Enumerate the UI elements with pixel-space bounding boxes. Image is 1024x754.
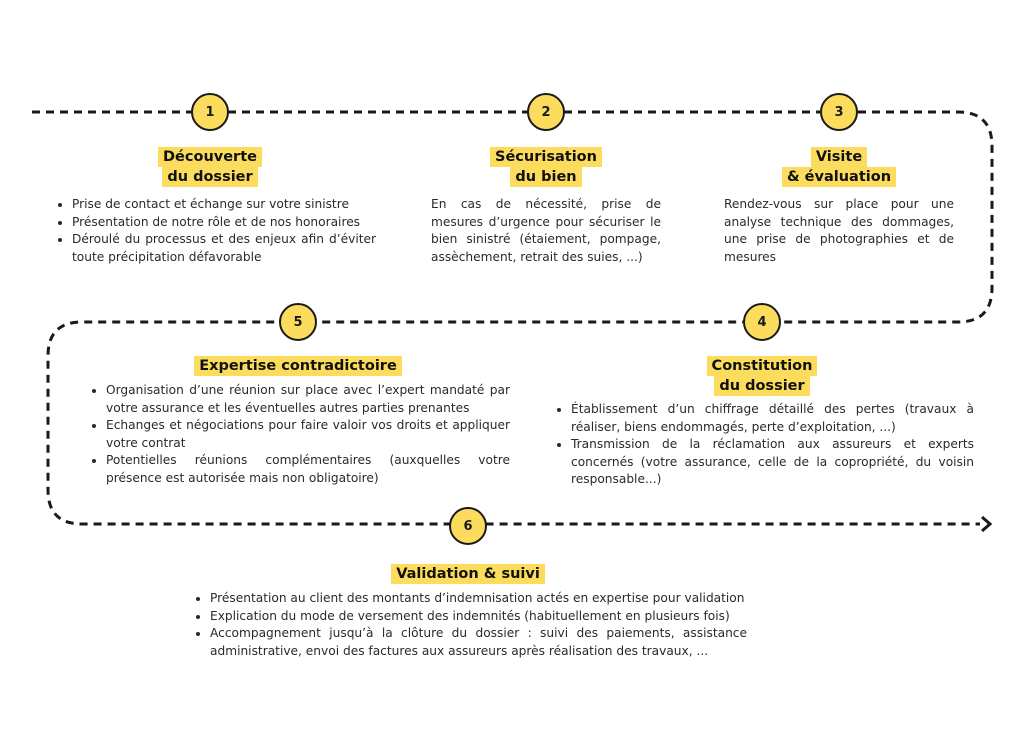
- step-6-title-line-1: Validation & suivi: [391, 564, 545, 584]
- step-4-title-line-2: du dossier: [714, 376, 810, 396]
- step-3-title: Visite & évaluation: [739, 147, 939, 187]
- step-5-number: 5: [279, 303, 317, 341]
- list-item: Potentielles réunions complémentaires (a…: [106, 452, 510, 487]
- step-4-number: 4: [743, 303, 781, 341]
- step-6-title: Validation & suivi: [318, 564, 618, 584]
- list-item: Présentation au client des montants d’in…: [210, 590, 747, 608]
- step-2-title: Sécurisation du bien: [446, 147, 646, 187]
- step-6-number: 6: [449, 507, 487, 545]
- step-2-text: En cas de nécessité, prise de mesures d’…: [431, 197, 661, 264]
- list-item: Présentation de notre rôle et de nos hon…: [72, 214, 376, 232]
- step-2-title-line-1: Sécurisation: [490, 147, 602, 167]
- list-item: Accompagnement jusqu’à la clôture du dos…: [210, 625, 747, 660]
- list-item: Transmission de la réclamation aux assur…: [571, 436, 974, 489]
- step-3-number: 3: [820, 93, 858, 131]
- step-1-title: Découverte du dossier: [110, 147, 310, 187]
- step-1-number: 1: [191, 93, 229, 131]
- list-item: Organisation d’une réunion sur place ave…: [106, 382, 510, 417]
- list-item: Établissement d’un chiffrage détaillé de…: [571, 401, 974, 436]
- step-2-number: 2: [527, 93, 565, 131]
- step-1-title-line-2: du dossier: [162, 167, 258, 187]
- step-2-details: En cas de nécessité, prise de mesures d’…: [431, 196, 661, 266]
- list-item: Echanges et négociations pour faire valo…: [106, 417, 510, 452]
- list-item: Prise de contact et échange sur votre si…: [72, 196, 376, 214]
- list-item: Déroulé du processus et des enjeux afin …: [72, 231, 376, 266]
- step-3-title-line-2: & évaluation: [781, 167, 897, 187]
- step-3-title-line-1: Visite: [810, 147, 868, 167]
- dashed-path-line: [32, 110, 994, 526]
- step-3-text: Rendez-vous sur place pour une analyse t…: [724, 197, 954, 264]
- step-4-title-line-1: Constitution: [706, 356, 818, 376]
- step-4-details: Établissement d’un chiffrage détaillé de…: [555, 401, 974, 489]
- step-4-title: Constitution du dossier: [662, 356, 862, 396]
- step-2-title-line-2: du bien: [510, 167, 582, 187]
- arrow-head-icon: [981, 515, 993, 533]
- step-3-details: Rendez-vous sur place pour une analyse t…: [724, 196, 954, 266]
- list-item: Explication du mode de versement des ind…: [210, 608, 747, 626]
- step-5-title-line-1: Expertise contradictoire: [194, 356, 402, 376]
- step-6-details: Présentation au client des montants d’in…: [194, 590, 747, 660]
- step-1-title-line-1: Découverte: [158, 147, 262, 167]
- step-1-details: Prise de contact et échange sur votre si…: [56, 196, 376, 266]
- step-5-title: Expertise contradictoire: [148, 356, 448, 376]
- step-5-details: Organisation d’une réunion sur place ave…: [90, 382, 510, 488]
